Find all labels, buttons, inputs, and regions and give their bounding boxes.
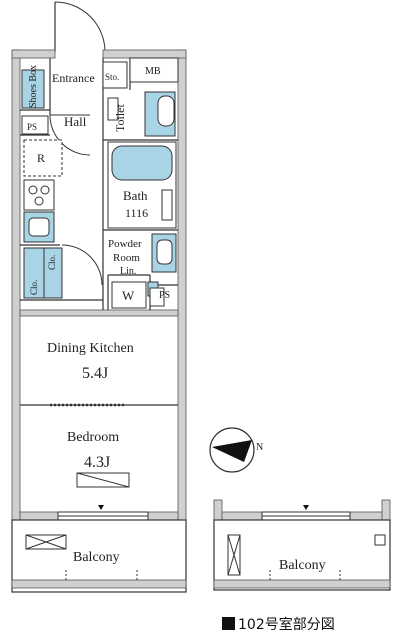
label-bath-size: 1116 bbox=[125, 206, 148, 220]
label-ps-right: PS bbox=[159, 290, 170, 301]
label-balcony-left: Balcony bbox=[73, 550, 120, 565]
label-dining-kitchen-size: 5.4J bbox=[82, 365, 108, 382]
label-bedroom: Bedroom bbox=[67, 430, 119, 445]
shoes-box bbox=[21, 69, 45, 109]
label-closet-2: Clo. bbox=[47, 255, 57, 270]
label-entrance: Entrance bbox=[52, 71, 95, 85]
toilet-fixture bbox=[107, 91, 176, 137]
ps-box-left bbox=[21, 115, 49, 135]
label-bedroom-size: 4.3J bbox=[84, 454, 110, 471]
label-shoes-box: Shoes Box bbox=[28, 65, 39, 108]
entrance-door bbox=[54, 1, 106, 53]
label-hall: Hall bbox=[64, 114, 87, 129]
label-powder-2: Room bbox=[113, 252, 140, 264]
unit-caption: 102号室部分図 bbox=[222, 614, 335, 634]
kitchen-sink bbox=[23, 211, 55, 243]
mb-box bbox=[129, 57, 179, 83]
caption-square-icon bbox=[222, 617, 235, 630]
label-linen: Lin. bbox=[120, 266, 136, 277]
closets bbox=[23, 244, 103, 299]
balcony-left bbox=[11, 519, 187, 593]
label-dining-kitchen: Dining Kitchen bbox=[47, 341, 134, 356]
north-compass bbox=[209, 427, 255, 473]
powder-basin bbox=[151, 233, 177, 273]
label-ps-left: PS bbox=[27, 122, 37, 132]
label-refrigerator: R bbox=[37, 151, 45, 165]
washer-area bbox=[111, 281, 165, 309]
label-closet: Clo. bbox=[29, 280, 39, 295]
window-main bbox=[57, 505, 149, 521]
label-balcony-right: Balcony bbox=[279, 558, 326, 573]
label-washer: W bbox=[122, 288, 135, 303]
bathtub bbox=[107, 141, 177, 229]
refrigerator bbox=[23, 139, 63, 177]
storage-box bbox=[102, 61, 128, 89]
label-mb: MB bbox=[145, 66, 161, 77]
label-toilet: Toilet bbox=[113, 104, 127, 132]
caption-text: 102号室部分図 bbox=[238, 617, 335, 633]
stove bbox=[23, 179, 55, 211]
label-powder-1: Powder bbox=[108, 238, 142, 250]
label-bath: Bath bbox=[123, 188, 148, 203]
bed-mark bbox=[76, 472, 130, 488]
label-storage: Sto. bbox=[105, 72, 119, 82]
partial-unit-right bbox=[213, 499, 391, 591]
label-north: N bbox=[256, 442, 263, 453]
